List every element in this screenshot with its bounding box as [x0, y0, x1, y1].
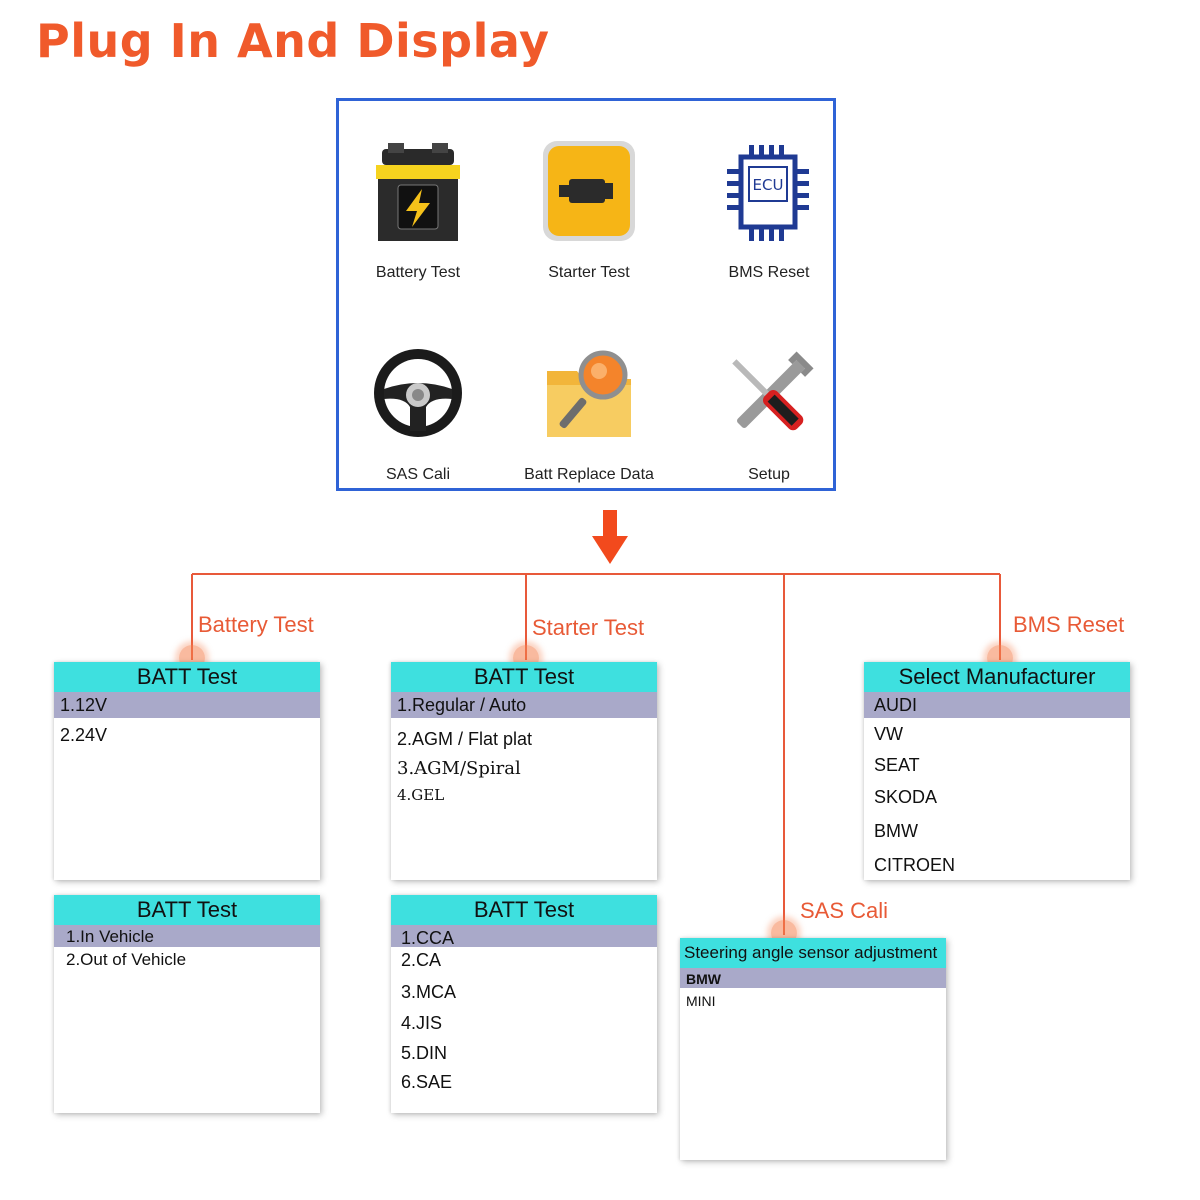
- manufacturer-panel: Select Manufacturer AUDI VW SEAT SKODA B…: [864, 662, 1130, 880]
- steering-wheel-icon: [374, 349, 462, 437]
- list-item[interactable]: 1.In Vehicle: [54, 925, 320, 947]
- list-item[interactable]: 4.JIS: [401, 1013, 443, 1033]
- folder-search-icon: [547, 350, 631, 437]
- menu-label: Battery Test: [375, 264, 461, 281]
- list-item[interactable]: BMW: [680, 968, 946, 988]
- branch-label-battery-test: Battery Test: [198, 612, 314, 637]
- menu-item-sas-cali[interactable]: SAS Cali: [338, 341, 498, 484]
- list-item[interactable]: 1.Regular / Auto: [391, 692, 657, 718]
- list-item[interactable]: 1.12V: [54, 692, 320, 718]
- menu-item-battery-test[interactable]: Battery Test: [338, 139, 498, 282]
- list-item[interactable]: 2.CA: [401, 950, 442, 970]
- battery-icon: [376, 143, 460, 241]
- list-item[interactable]: 2.AGM / Flat plat: [397, 729, 533, 749]
- page-title: Plug In And Display: [36, 14, 550, 68]
- batt-standard-panel: BATT Test 1.CCA 2.CA 3.MCA 4.JIS 5.DIN 6…: [391, 895, 657, 1113]
- menu-item-starter-test[interactable]: Starter Test: [509, 139, 669, 282]
- starter-icon: [543, 141, 635, 241]
- menu-label: Batt Replace Data: [524, 466, 654, 483]
- menu-item-setup[interactable]: Setup: [689, 341, 849, 484]
- menu-label: Setup: [748, 466, 790, 483]
- list-item[interactable]: 3.MCA: [401, 982, 457, 1002]
- branch-label-starter-test: Starter Test: [532, 615, 645, 640]
- panel-title: BATT Test: [54, 895, 320, 925]
- list-item[interactable]: MINI: [686, 993, 716, 1009]
- menu-item-bms-reset[interactable]: ECU BMS Reset: [689, 139, 849, 282]
- list-item[interactable]: CITROEN: [874, 855, 955, 875]
- list-item[interactable]: SKODA: [874, 787, 938, 807]
- list-item[interactable]: SEAT: [874, 755, 920, 775]
- down-arrow-icon: [592, 510, 628, 564]
- batt-type-panel: BATT Test 1.Regular / Auto 2.AGM / Flat …: [391, 662, 657, 880]
- menu-label: Starter Test: [548, 264, 630, 281]
- batt-voltage-panel: BATT Test 1.12V 2.24V: [54, 662, 320, 880]
- panel-title: BATT Test: [54, 662, 320, 692]
- panel-title: BATT Test: [391, 895, 657, 925]
- svg-text:ECU: ECU: [753, 176, 784, 194]
- panel-title: Steering angle sensor adjustment: [680, 938, 946, 968]
- main-menu: Battery Test Starter Test ECU BMS Reset: [336, 98, 836, 491]
- branch-label-bms-reset: BMS Reset: [1013, 612, 1125, 637]
- steering-angle-panel: Steering angle sensor adjustment BMW MIN…: [680, 938, 946, 1160]
- menu-label: SAS Cali: [385, 466, 451, 483]
- menu-item-batt-replace-data[interactable]: Batt Replace Data: [509, 341, 669, 484]
- list-item[interactable]: AUDI: [864, 692, 1130, 718]
- list-item[interactable]: 1.CCA: [391, 925, 657, 948]
- ecu-chip-icon: ECU: [727, 145, 809, 241]
- branch-label-sas-cali: SAS Cali: [800, 898, 889, 923]
- list-item[interactable]: VW: [874, 724, 903, 744]
- list-item[interactable]: BMW: [874, 821, 918, 841]
- menu-label: BMS Reset: [728, 264, 810, 281]
- list-item[interactable]: 6.SAE: [401, 1072, 453, 1092]
- list-item[interactable]: 3.AGM/Spiral: [397, 758, 521, 779]
- panel-title: Select Manufacturer: [864, 662, 1130, 692]
- panel-title: BATT Test: [391, 662, 657, 692]
- batt-location-panel: BATT Test 1.In Vehicle 2.Out of Vehicle: [54, 895, 320, 1113]
- list-item[interactable]: 5.DIN: [401, 1043, 448, 1063]
- tools-icon: [732, 351, 814, 431]
- list-item[interactable]: 4.GEL: [397, 786, 445, 804]
- list-item[interactable]: 2.24V: [60, 725, 108, 745]
- list-item[interactable]: 2.Out of Vehicle: [66, 950, 187, 969]
